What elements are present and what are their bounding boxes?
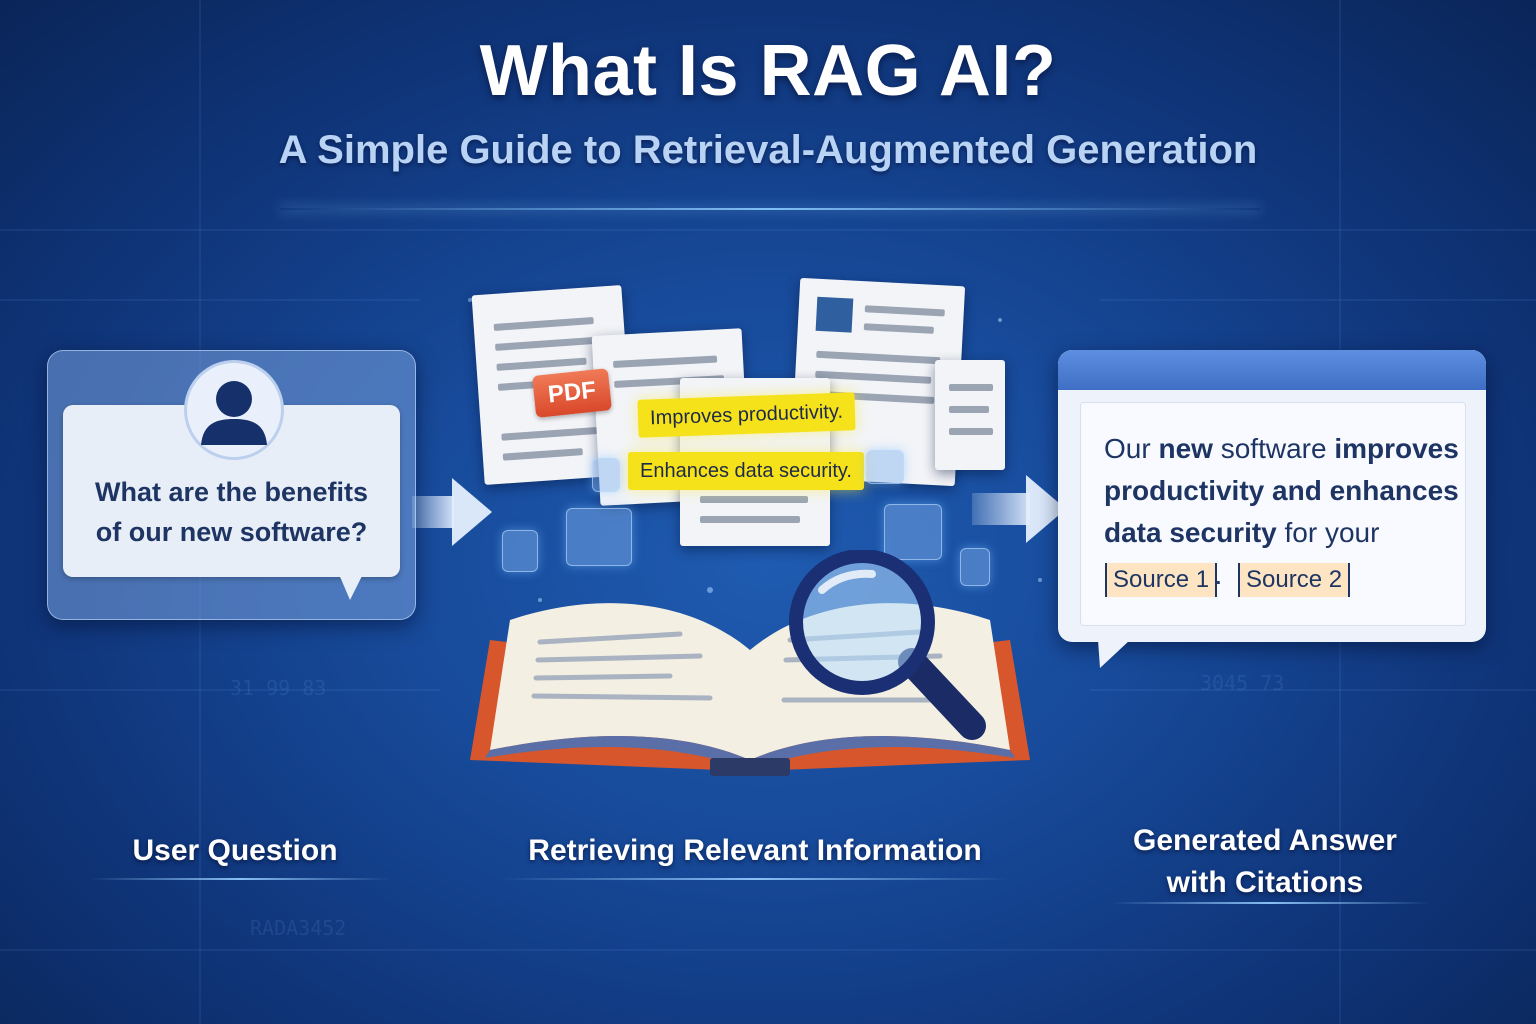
question-text: What are the benefits of our new softwar… — [63, 472, 400, 552]
label-user-question: User Question — [132, 834, 338, 867]
floating-doc-tile — [592, 458, 620, 492]
svg-text:3045 73: 3045 73 — [1200, 671, 1284, 695]
floating-chart-tile — [566, 508, 632, 566]
page-title: What Is RAG AI? — [479, 31, 1057, 111]
arrow-left-body — [412, 496, 454, 528]
label-underline-center — [500, 878, 1010, 880]
floating-chart-tile — [884, 504, 942, 560]
page-subtitle: A Simple Guide to Retrieval-Augmented Ge… — [278, 128, 1258, 172]
image-thumbnail-icon — [815, 296, 854, 333]
user-avatar-icon — [184, 360, 284, 460]
title-divider — [280, 208, 1260, 210]
label-generated-answer-line-2: with Citations — [1166, 866, 1364, 899]
floating-doc-tile — [866, 450, 904, 484]
answer-seg-1: Our — [1104, 433, 1159, 464]
label-underline-right — [1110, 902, 1430, 904]
source-citation-2: Source 2 — [1238, 563, 1351, 597]
question-line-2: of our new software? — [95, 517, 368, 547]
pdf-badge: PDF — [532, 368, 612, 418]
question-bubble-tail — [338, 572, 364, 600]
magnifying-glass-icon — [789, 550, 986, 740]
answer-seg-4: improves productivity and enhances data … — [1104, 433, 1459, 548]
document-icon — [935, 360, 1005, 470]
label-retrieving: Retrieving Relevant Information — [528, 834, 982, 867]
highlight-security: Enhances data security. — [628, 452, 864, 490]
user-silhouette-icon — [201, 381, 267, 445]
label-underline-left — [90, 878, 390, 880]
answer-seg-3: software — [1212, 433, 1335, 464]
answer-seg-2: new — [1158, 433, 1213, 464]
highlight-productivity: Improves productivity. — [637, 392, 856, 438]
answer-card-header — [1058, 350, 1486, 390]
source-citation-1: Source 1 — [1105, 563, 1218, 597]
arrow-center-body — [972, 493, 1030, 525]
svg-text:31 99 83: 31 99 83 — [230, 676, 326, 700]
label-generated-answer: Generated Answer with Citations — [1090, 820, 1440, 904]
label-generated-answer-line-1: Generated Answer — [1133, 824, 1397, 857]
answer-bubble-tail — [1098, 640, 1130, 668]
floating-doc-tile — [960, 548, 990, 586]
svg-text:RADA3452: RADA3452 — [250, 916, 346, 940]
question-line-1: What are the benefits — [94, 477, 369, 507]
arrow-right-icon — [452, 478, 492, 546]
floating-doc-tile — [502, 530, 538, 572]
